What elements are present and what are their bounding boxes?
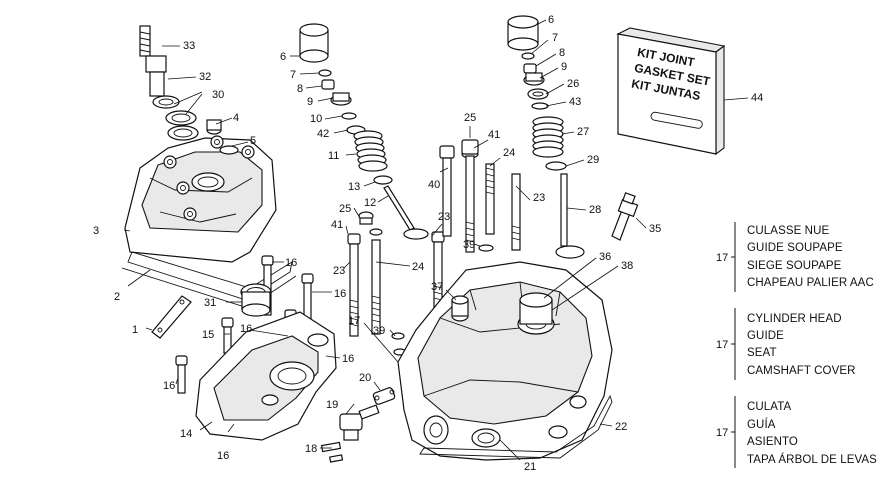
- valve-spring: [532, 116, 564, 158]
- callout-16-e: 16: [163, 380, 175, 392]
- callout-12: 12: [364, 197, 376, 209]
- callout-11: 11: [328, 150, 339, 162]
- legend-fr-line-2: GUIDE SOUPAPE: [747, 242, 843, 254]
- callout-43: 43: [569, 96, 581, 108]
- callout-24-right: 24: [503, 147, 515, 159]
- intake-valve-train: [299, 23, 429, 240]
- legend: 17 CULASSE NUE GUIDE SOUPAPE SIEGE SOUPA…: [716, 222, 877, 468]
- legend-ref-fr: 17: [716, 252, 728, 264]
- callout-37: 37: [431, 281, 443, 293]
- exhaust-valve-train: [507, 15, 585, 259]
- camshaft-cover-assembly: [151, 255, 337, 441]
- callout-29: 29: [587, 154, 599, 166]
- callout-39-right: 39: [463, 239, 475, 251]
- legend-english: 17 CYLINDER HEAD GUIDE SEAT CAMSHAFT COV…: [716, 308, 856, 380]
- callout-30: 30: [212, 89, 224, 101]
- part-callouts: 33 32 30 4 5 3 2 1 31 15 16 16 16 16 16 …: [93, 14, 763, 473]
- callout-19: 19: [326, 399, 338, 411]
- legend-fr-line-1: CULASSE NUE: [747, 225, 829, 237]
- legend-es-line-1: CULATA: [747, 401, 791, 413]
- aprilia-logo: [650, 111, 703, 129]
- callout-36: 36: [599, 251, 611, 263]
- callout-3: 3: [93, 225, 99, 237]
- callout-7-left: 7: [290, 69, 296, 81]
- callout-35: 35: [649, 223, 661, 235]
- spark-plug-assembly: [139, 25, 199, 141]
- callout-42: 42: [317, 128, 329, 140]
- valve-spring: [353, 130, 388, 172]
- callout-38: 38: [621, 260, 633, 272]
- leader-lines: [123, 19, 749, 461]
- legend-en-line-4: CAMSHAFT COVER: [747, 365, 856, 377]
- legend-es-line-4: TAPA ÁRBOL DE LEVAS: [747, 453, 877, 466]
- callout-16-f: 16: [217, 450, 229, 462]
- gasket-kit-box: KIT JOINT GASKET SET KIT JUNTAS: [616, 27, 726, 156]
- callout-9-left: 9: [307, 96, 313, 108]
- callout-10: 10: [310, 113, 322, 125]
- legend-en-line-3: SEAT: [747, 347, 777, 359]
- callout-8-right: 8: [559, 47, 565, 59]
- callout-44: 44: [751, 92, 763, 104]
- callout-6-right: 6: [548, 14, 554, 26]
- callout-31: 31: [204, 297, 216, 309]
- callout-28: 28: [589, 204, 601, 216]
- legend-fr-line-4: CHAPEAU PALIER AAC: [747, 277, 874, 289]
- callout-16-d: 16: [342, 353, 354, 365]
- callout-15: 15: [202, 329, 214, 341]
- callout-25-right: 25: [464, 112, 476, 124]
- callout-9-right: 9: [561, 61, 567, 73]
- head-stud-group-left: [347, 211, 407, 356]
- legend-es-line-3: ASIENTO: [747, 436, 798, 448]
- callout-40: 40: [428, 179, 440, 191]
- legend-ref-en: 17: [716, 339, 728, 351]
- valve-cover-assembly: [121, 119, 297, 309]
- callout-17: 17: [348, 315, 360, 327]
- callout-27: 27: [577, 126, 589, 138]
- callout-13: 13: [348, 181, 360, 193]
- legend-en-line-2: GUIDE: [747, 330, 784, 342]
- callout-2: 2: [114, 291, 120, 303]
- callout-16-b: 16: [334, 288, 346, 300]
- callout-41-left: 41: [331, 219, 343, 231]
- callout-32: 32: [199, 71, 211, 83]
- callout-4: 4: [233, 112, 239, 124]
- head-stud-group-right: [439, 139, 521, 253]
- callout-39-left: 39: [373, 325, 385, 337]
- temperature-sensor: [611, 192, 639, 241]
- callout-21: 21: [524, 461, 536, 473]
- callout-16-a: 16: [285, 257, 297, 269]
- callout-26: 26: [567, 78, 579, 90]
- callout-18: 18: [305, 443, 317, 455]
- callout-1: 1: [132, 324, 138, 336]
- callout-20: 20: [359, 372, 371, 384]
- callout-41-right: 41: [488, 129, 500, 141]
- callout-23-left: 23: [333, 265, 345, 277]
- callout-7-right: 7: [552, 32, 558, 44]
- callout-25-left: 25: [339, 203, 351, 215]
- callout-23-right: 23: [533, 192, 545, 204]
- callout-24-left: 24: [412, 261, 424, 273]
- cover-bolt: [163, 135, 255, 221]
- legend-ref-es: 17: [716, 427, 728, 439]
- cylinder-head: [397, 261, 613, 461]
- legend-es-line-2: GUÍA: [747, 418, 776, 431]
- callout-33: 33: [183, 40, 195, 52]
- callout-22: 22: [615, 421, 627, 433]
- callout-5: 5: [250, 135, 256, 147]
- callout-14: 14: [180, 428, 192, 440]
- callout-6-left: 6: [280, 51, 286, 63]
- legend-fr-line-3: SIEGE SOUPAPE: [747, 260, 842, 272]
- legend-en-line-1: CYLINDER HEAD: [747, 313, 842, 325]
- chain-tensioner: [320, 387, 396, 463]
- legend-french: 17 CULASSE NUE GUIDE SOUPAPE SIEGE SOUPA…: [716, 222, 874, 292]
- callout-16-c: 16: [240, 323, 252, 335]
- callout-23-center: 23: [438, 211, 450, 223]
- legend-spanish: 17 CULATA GUÍA ASIENTO TAPA ÁRBOL DE LEV…: [716, 396, 877, 468]
- callout-8-left: 8: [297, 83, 303, 95]
